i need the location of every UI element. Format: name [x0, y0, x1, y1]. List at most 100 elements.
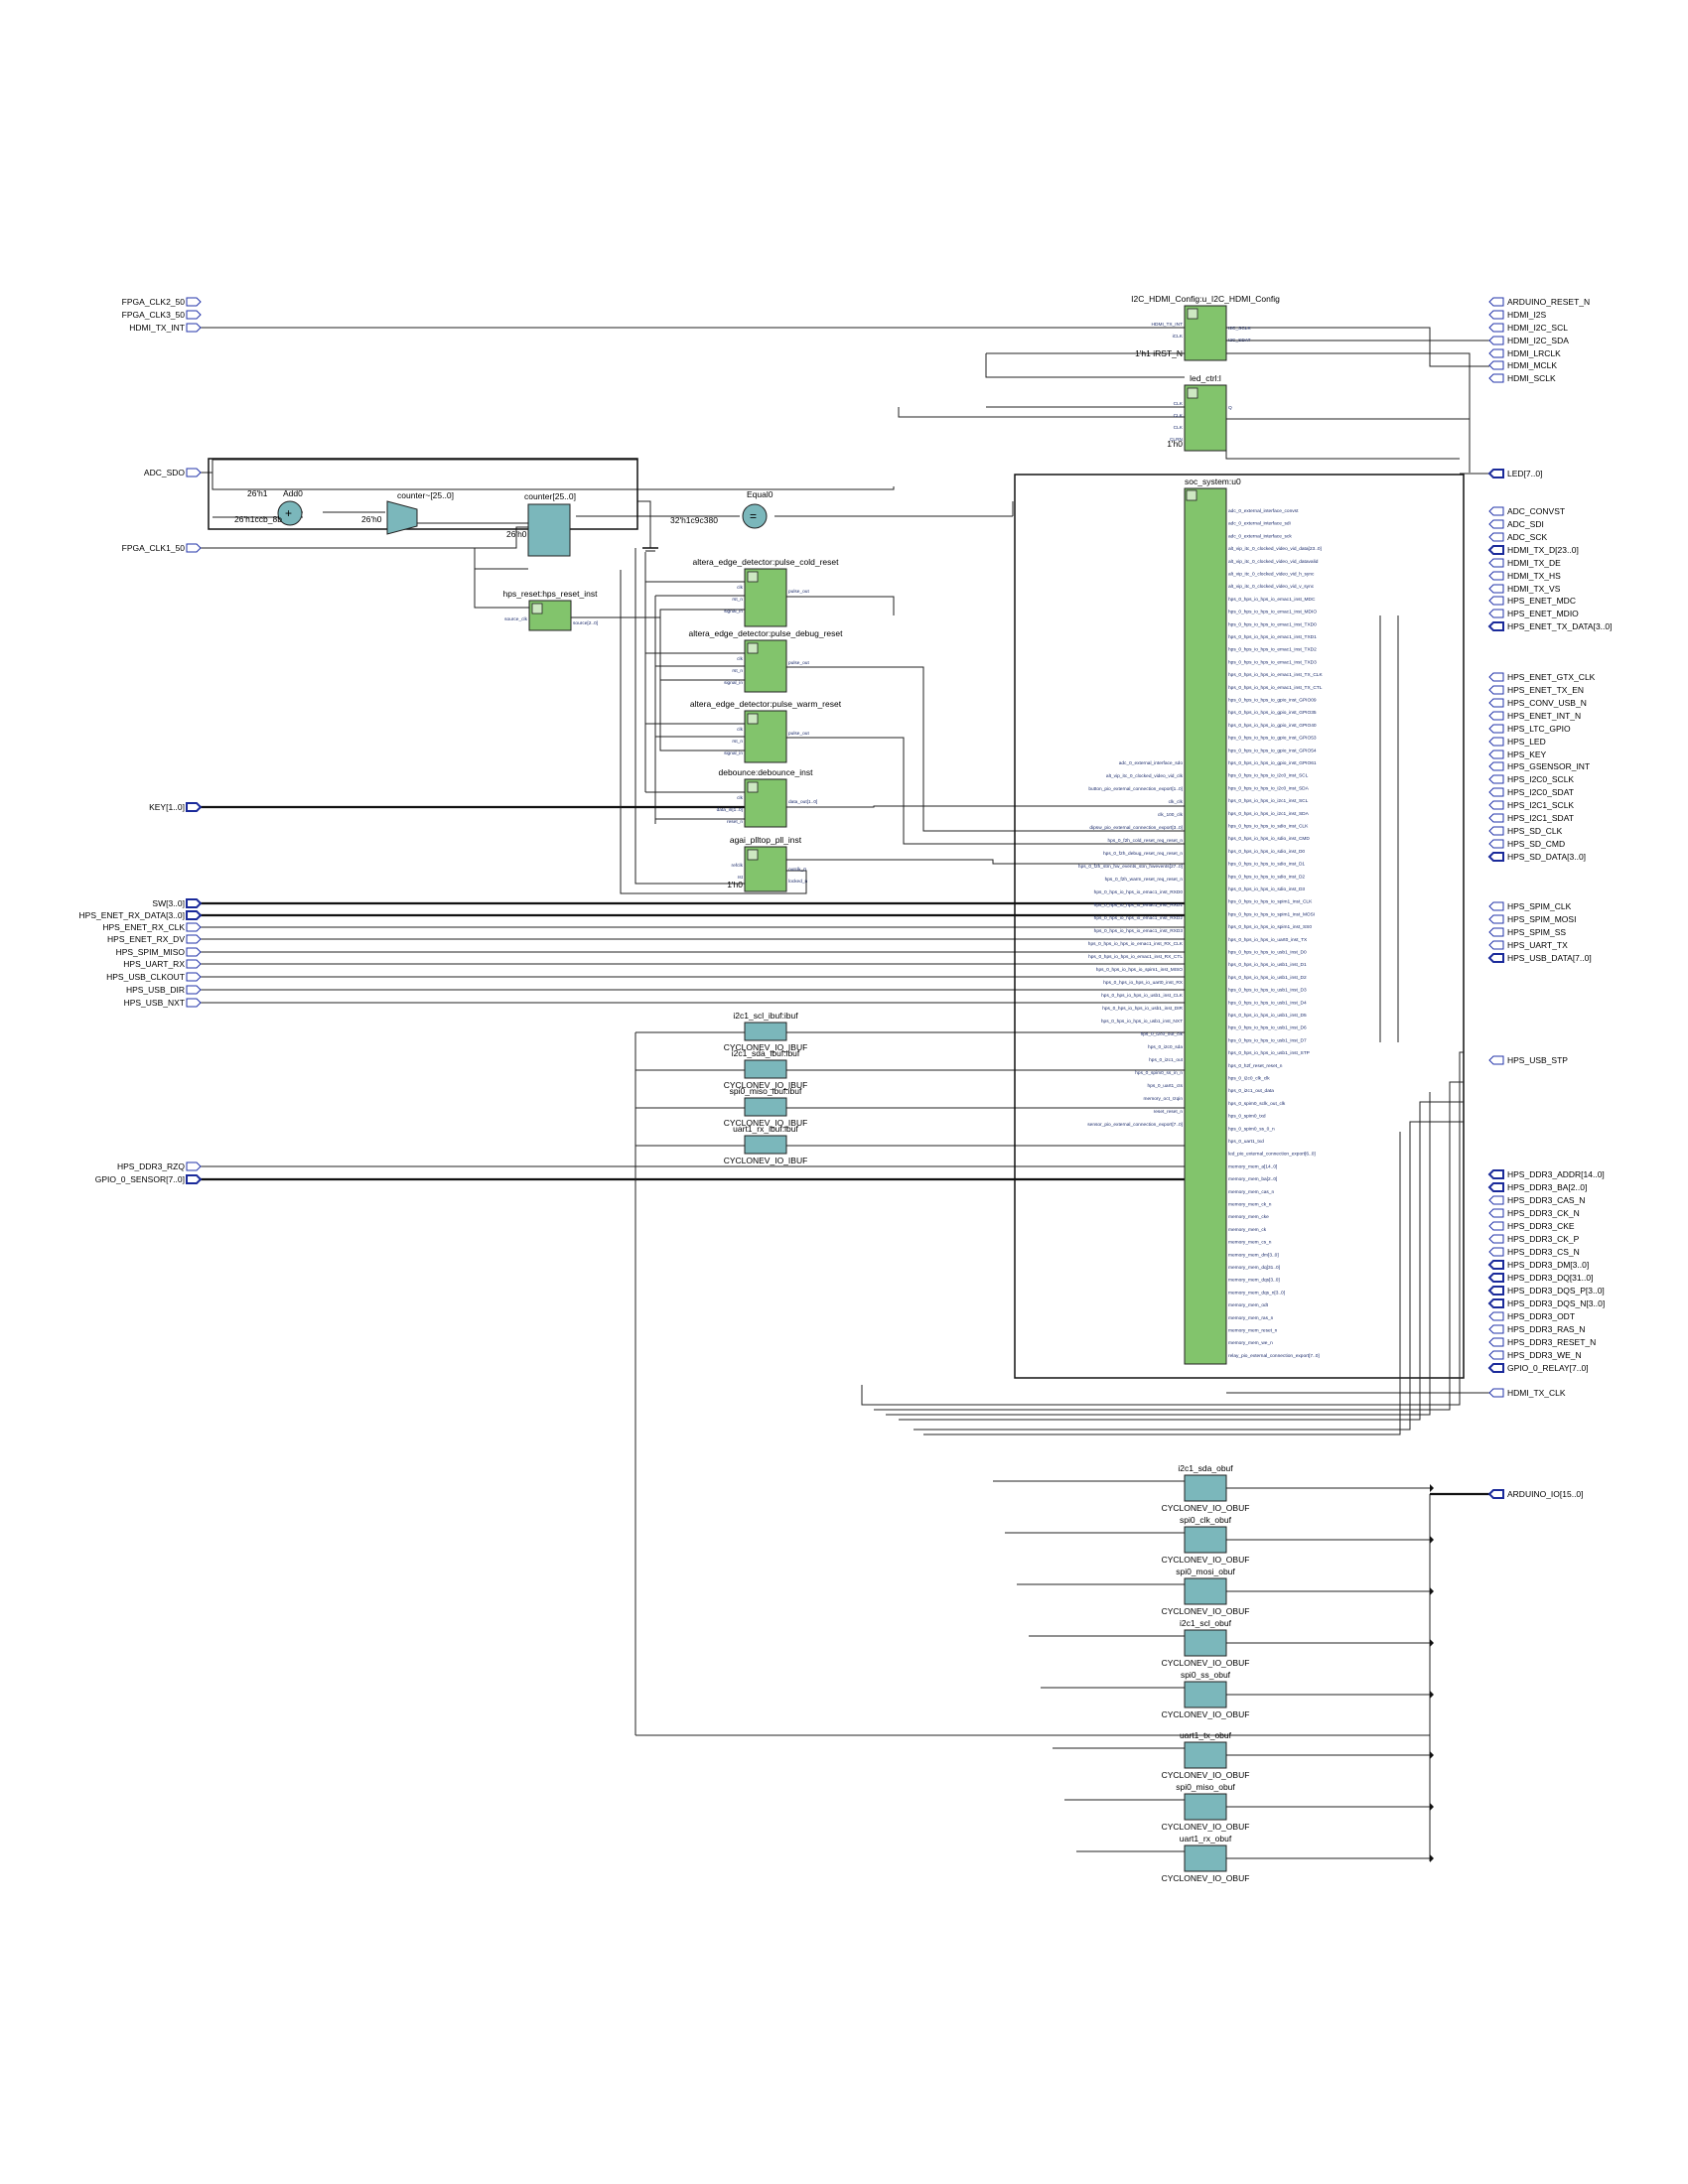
output-port[interactable]: ADC_SDI [1488, 519, 1544, 529]
output-port[interactable]: HDMI_TX_VS [1488, 584, 1561, 594]
equal0-comparator[interactable] [742, 503, 768, 529]
input-port[interactable]: HPS_DDR3_RZQ [117, 1161, 202, 1171]
expand-icon[interactable] [747, 713, 759, 725]
module-block[interactable]: I2C_HDMI_Config:u_I2C_HDMI_ConfigHDMI_TX… [1131, 294, 1280, 361]
expand-icon[interactable] [747, 571, 759, 583]
output-port[interactable]: HPS_DDR3_CKE [1488, 1221, 1575, 1231]
output-port[interactable]: ARDUINO_IO[15..0] [1487, 1489, 1584, 1499]
output-port[interactable]: HPS_SD_CMD [1488, 839, 1565, 849]
output-port[interactable]: HPS_DDR3_BA[2..0] [1487, 1182, 1587, 1192]
output-port[interactable]: HPS_I2C0_SDAT [1488, 787, 1574, 797]
expand-icon[interactable] [747, 849, 759, 861]
output-port[interactable]: HPS_SPIM_MOSI [1488, 914, 1576, 924]
output-port[interactable]: HPS_DDR3_DQS_N[3..0] [1487, 1298, 1605, 1308]
counter-mux[interactable] [386, 500, 418, 535]
output-port[interactable]: HPS_USB_DATA[7..0] [1487, 953, 1592, 963]
input-port[interactable]: KEY[1..0] [149, 802, 203, 812]
output-port[interactable]: HDMI_I2C_SCL [1488, 323, 1568, 333]
output-port[interactable]: HPS_DDR3_ODT [1488, 1311, 1575, 1321]
module-block[interactable]: altera_edge_detector:pulse_debug_resetcl… [688, 628, 843, 693]
output-port[interactable]: HPS_SPIM_SS [1488, 927, 1566, 937]
output-port[interactable]: HPS_UART_TX [1488, 940, 1568, 950]
output-port[interactable]: HPS_SD_DATA[3..0] [1487, 852, 1586, 862]
output-port[interactable]: HPS_DDR3_DM[3..0] [1487, 1260, 1589, 1270]
output-port[interactable]: HPS_DDR3_CK_P [1488, 1234, 1580, 1244]
expand-icon[interactable] [1187, 387, 1198, 399]
input-port[interactable]: HPS_USB_CLKOUT [106, 972, 202, 982]
module-block[interactable]: altera_edge_detector:pulse_warm_resetclk… [690, 699, 842, 763]
output-port[interactable]: HPS_DDR3_RAS_N [1488, 1324, 1585, 1334]
output-port[interactable]: HPS_LED [1488, 737, 1546, 747]
input-port[interactable]: HPS_UART_RX [123, 959, 202, 969]
input-port[interactable]: HPS_ENET_RX_DV [107, 934, 202, 944]
soc-system-u0[interactable]: soc_system:u0adc_0_external_interface_sd… [1078, 477, 1324, 1365]
output-port[interactable]: HPS_ENET_TX_DATA[3..0] [1487, 621, 1613, 631]
expand-icon[interactable] [747, 781, 759, 793]
output-port[interactable]: HPS_I2C1_SDAT [1488, 813, 1574, 823]
expand-icon[interactable] [747, 642, 759, 654]
module-block[interactable]: altera_edge_detector:pulse_cold_resetclk… [693, 557, 840, 627]
output-port[interactable]: HPS_ENET_INT_N [1488, 711, 1581, 721]
module-block[interactable]: agai_plltop_pll_instrefclkrstoutclk_0loc… [727, 835, 808, 892]
output-port[interactable]: HPS_DDR3_DQ[31..0] [1487, 1273, 1593, 1283]
output-port[interactable]: HPS_ENET_MDC [1488, 596, 1576, 606]
output-port[interactable]: HPS_LTC_GPIO [1488, 724, 1571, 734]
input-port[interactable]: HPS_ENET_RX_CLK [102, 922, 202, 932]
input-port[interactable]: ADC_SDO [144, 468, 202, 478]
counter-register[interactable] [527, 503, 571, 557]
output-port[interactable]: HPS_DDR3_WE_N [1488, 1350, 1582, 1360]
output-port[interactable]: HPS_SPIM_CLK [1488, 901, 1572, 911]
output-port[interactable]: HDMI_I2S [1488, 310, 1547, 320]
input-port[interactable]: FPGA_CLK1_50 [122, 543, 202, 553]
module-block[interactable]: hps_reset:hps_reset_instsource_clksource… [503, 589, 599, 631]
output-port[interactable]: HPS_I2C0_SCLK [1488, 774, 1574, 784]
output-port[interactable]: ARDUINO_RESET_N [1488, 297, 1590, 307]
expand-icon[interactable] [1186, 489, 1197, 501]
output-port[interactable]: HPS_SD_CLK [1488, 826, 1563, 836]
output-port[interactable]: HDMI_TX_D[23..0] [1487, 545, 1579, 555]
output-port[interactable]: ADC_CONVST [1488, 506, 1565, 516]
output-port[interactable]: HPS_I2C1_SCLK [1488, 800, 1574, 810]
input-port[interactable]: FPGA_CLK3_50 [122, 310, 202, 320]
output-port[interactable]: HPS_ENET_TX_EN [1488, 685, 1584, 695]
output-port[interactable]: HPS_DDR3_DQS_P[3..0] [1487, 1286, 1605, 1296]
input-port[interactable]: SW[3..0] [152, 898, 203, 908]
input-port[interactable]: HDMI_TX_INT [129, 323, 202, 333]
input-port[interactable]: GPIO_0_SENSOR[7..0] [95, 1174, 203, 1184]
output-port[interactable]: HPS_ENET_GTX_CLK [1488, 672, 1596, 682]
input-port[interactable]: HPS_SPIM_MISO [116, 947, 202, 957]
module-block[interactable]: debounce:debounce_instclkdata_in[1..0]re… [717, 767, 818, 828]
output-port[interactable]: HDMI_TX_DE [1488, 558, 1561, 568]
output-port[interactable]: HPS_DDR3_RESET_N [1488, 1337, 1596, 1347]
output-port[interactable]: HPS_USB_STP [1488, 1055, 1568, 1065]
output-port[interactable]: HPS_ENET_MDIO [1488, 609, 1579, 618]
output-port[interactable]: HPS_DDR3_CS_N [1488, 1247, 1580, 1257]
output-port[interactable]: HPS_KEY [1488, 750, 1547, 759]
input-port[interactable]: HPS_ENET_RX_DATA[3..0] [79, 910, 203, 920]
expand-icon[interactable] [531, 603, 543, 614]
output-port[interactable]: HPS_DDR3_CK_N [1488, 1208, 1580, 1218]
input-port[interactable]: FPGA_CLK2_50 [122, 297, 202, 307]
input-port[interactable]: HPS_USB_DIR [126, 985, 202, 995]
input-port[interactable]: HPS_USB_NXT [124, 998, 202, 1008]
output-port[interactable]: HPS_GSENSOR_INT [1488, 761, 1590, 771]
output-port[interactable]: HPS_CONV_USB_N [1488, 698, 1587, 708]
output-port[interactable]: HDMI_TX_CLK [1488, 1388, 1566, 1398]
expand-icon[interactable] [1187, 308, 1198, 320]
output-port[interactable]: HDMI_MCLK [1488, 360, 1557, 370]
output-port[interactable]: GPIO_0_RELAY[7..0] [1487, 1363, 1589, 1373]
add0-adder[interactable] [277, 500, 303, 526]
output-port[interactable]: HDMI_TX_HS [1488, 571, 1561, 581]
output-port[interactable]: HPS_DDR3_CAS_N [1488, 1195, 1585, 1205]
